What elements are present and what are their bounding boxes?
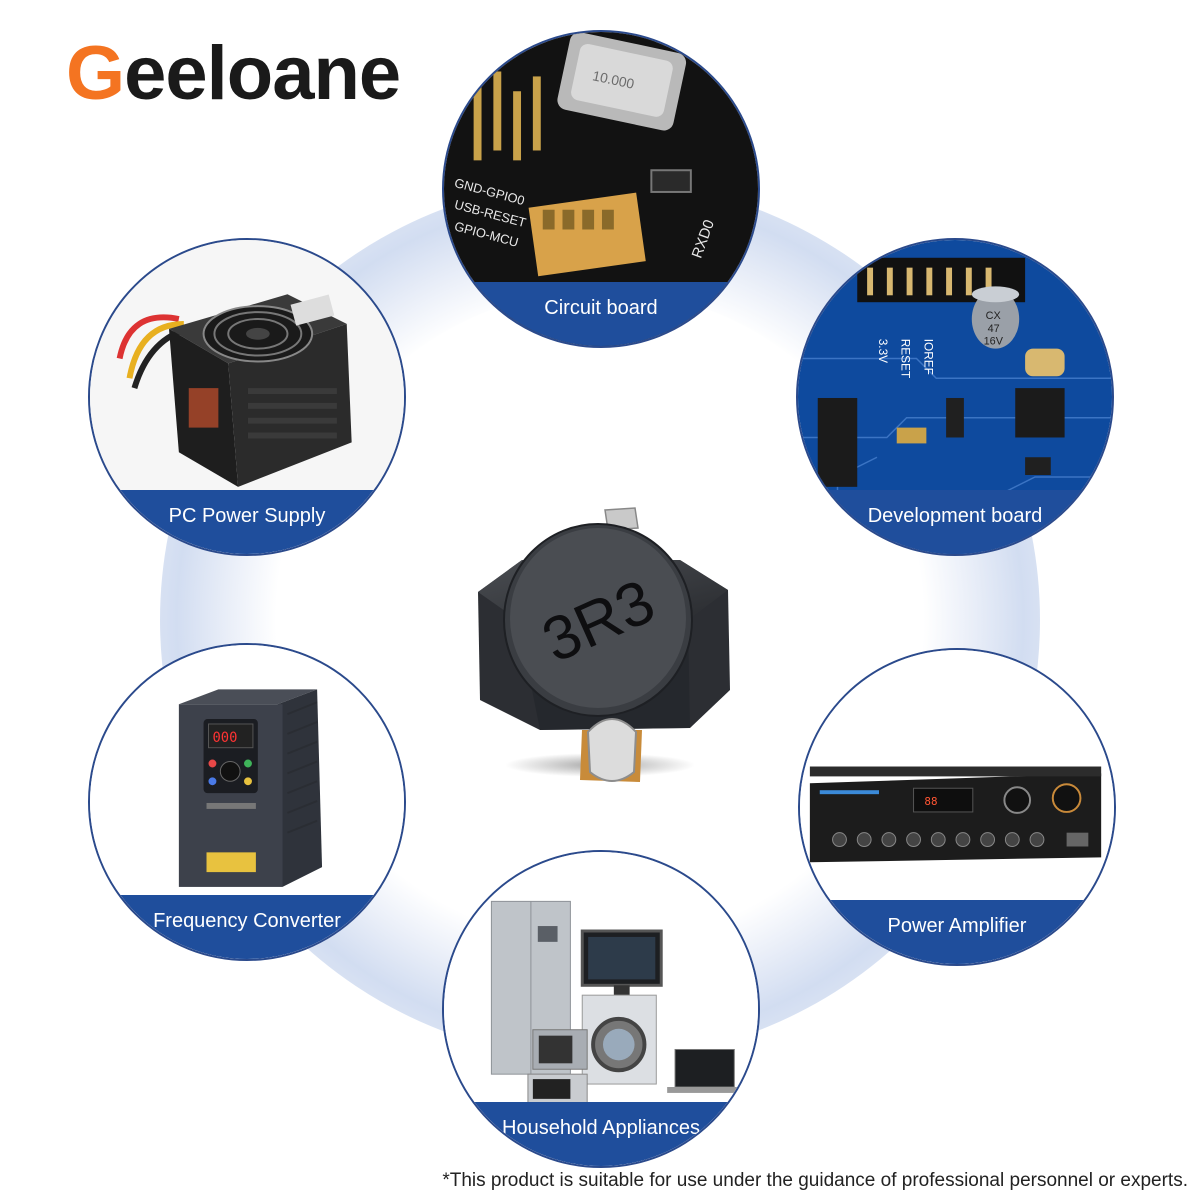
brand-name-rest: eeloane (124, 31, 401, 116)
capacitor-marking-1: CX (986, 310, 1002, 322)
silkscreen-reset: RESET (899, 339, 913, 378)
application-label: PC Power Supply (90, 490, 404, 554)
brand-logo: Geeloane (66, 36, 401, 112)
application-frequency-converter: 000 Frequency Converter (88, 643, 406, 961)
svg-text:88: 88 (924, 795, 937, 808)
svg-text:000: 000 (212, 730, 237, 746)
application-label: Power Amplifier (800, 900, 1114, 964)
application-circuit-board: 10.000 GND-GPIO0 USB-RESET GPIO-MCU RXD0… (442, 30, 760, 348)
silkscreen-3v3: 3.3V (876, 339, 890, 363)
application-label: Development board (798, 490, 1112, 554)
disclaimer-text: *This product is suitable for use under … (442, 1170, 1188, 1191)
application-development-board: IOREF RESET 3.3V CX 47 16V Development b… (796, 238, 1114, 556)
application-pc-power-supply: PC Power Supply (88, 238, 406, 556)
application-label: Frequency Converter (90, 895, 404, 959)
capacitor-marking-2: 47 (988, 323, 1000, 335)
brand-first-letter: G (66, 31, 125, 116)
application-power-amplifier: 88 Power Amplifier (798, 648, 1116, 966)
capacitor-marking-3: 16V (984, 336, 1004, 348)
application-label: Household Appliances (444, 1102, 758, 1166)
smd-inductor-image: 3R3 (478, 507, 730, 782)
application-label: Circuit board (444, 282, 758, 346)
silkscreen-ioref: IOREF (921, 339, 935, 375)
application-household-appliances: Household Appliances (442, 850, 760, 1168)
